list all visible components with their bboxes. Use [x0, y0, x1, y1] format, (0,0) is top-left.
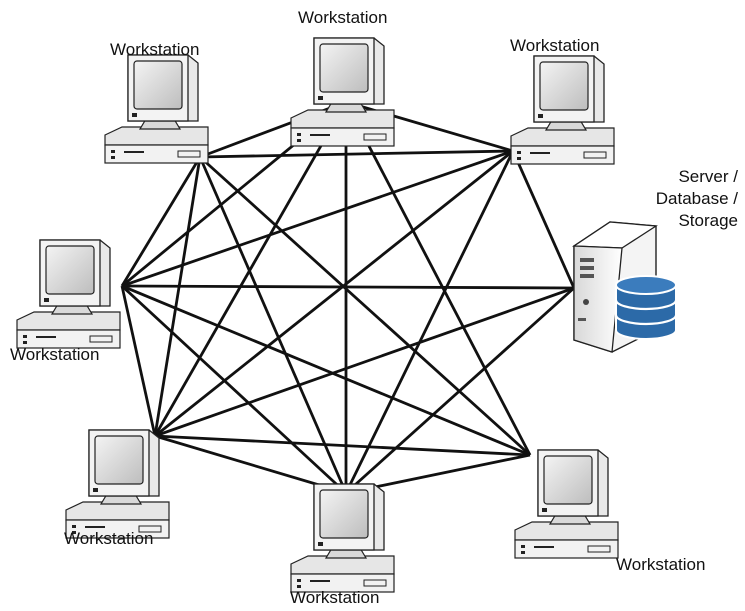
desktop-computer-icon-lower-left [65, 429, 170, 539]
link-e-f [154, 286, 575, 438]
desktop-computer-icon-bottom [290, 483, 395, 593]
link-d-h [121, 284, 531, 457]
link-d-e [121, 284, 575, 290]
workstation-label-left: Workstation [10, 345, 100, 364]
link-c-g [344, 150, 515, 494]
link-a-g [198, 156, 348, 494]
link-a-f [153, 156, 202, 437]
desktop-computer-icon-upper-left [104, 54, 209, 164]
link-b-h [344, 101, 532, 456]
link-d-f [120, 285, 157, 437]
mesh-connections [120, 100, 576, 495]
desktop-computer-icon-upper-right [510, 55, 615, 165]
link-c-e [511, 150, 576, 289]
workstation-label-lower-left: Workstation [64, 529, 154, 548]
workstation-label-lower-right: Workstation [616, 555, 706, 574]
link-c-d [121, 149, 514, 288]
link-c-f [154, 149, 514, 438]
desktop-computer-icon-top [290, 37, 395, 147]
link-f-h [154, 434, 531, 457]
desktop-computer-icon-left [16, 239, 121, 349]
server-label: Server / Database / Storage [650, 166, 738, 232]
workstation-label-top: Workstation [298, 8, 388, 27]
link-a-h [199, 155, 531, 457]
link-e-g [345, 286, 575, 495]
link-b-f [153, 101, 348, 437]
server-label-line-1: Server / [678, 167, 738, 186]
workstation-label-bottom: Workstation [290, 588, 380, 607]
workstation-label-upper-right: Workstation [510, 36, 600, 55]
database-icon [614, 275, 678, 340]
link-a-d [120, 156, 202, 287]
server-label-line-2: Database / [655, 189, 738, 208]
link-a-c [199, 149, 514, 159]
server-label-line-3: Storage [678, 211, 738, 230]
link-d-g [121, 284, 347, 495]
workstation-label-upper-left: Workstation [110, 40, 200, 59]
desktop-computer-icon-lower-right [514, 449, 619, 559]
